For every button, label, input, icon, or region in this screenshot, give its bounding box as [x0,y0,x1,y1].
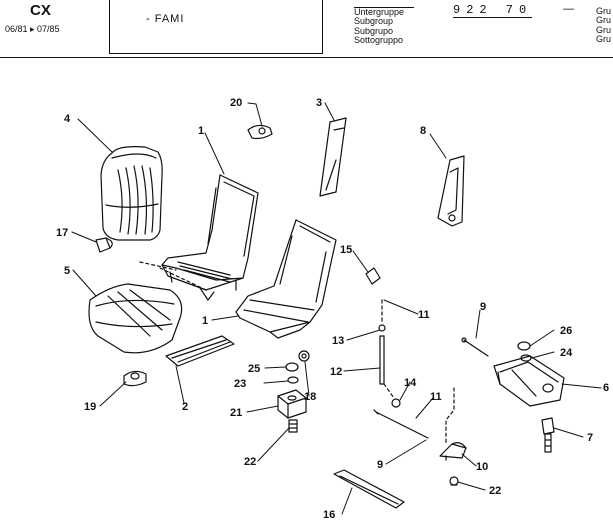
callout-21: 21 [230,407,242,419]
callout-11a: 11 [418,309,430,321]
callout-10: 10 [476,461,488,473]
mesh-pad [165,335,235,367]
backrest-cushion [100,146,163,241]
group-label-3: Subgrupo [354,25,394,36]
subgroup-code: 922 70 [453,3,533,18]
group-label-2: Subgroup [354,16,394,27]
callout-8: 8 [420,125,426,137]
callout-20: 20 [230,97,242,109]
callout-19: 19 [84,401,96,413]
callout-9b: 9 [377,459,383,471]
callout-2: 2 [182,401,188,413]
callout-18: 18 [304,391,316,403]
callout-6: 6 [603,382,609,394]
nut-part [298,350,310,362]
cable-upper [461,337,489,357]
title-box: - FAMI [109,0,323,54]
right-label-2: Gru [596,15,612,26]
callout-3: 3 [316,97,322,109]
code-suffix: — [563,3,574,15]
cable-lower [373,409,429,439]
callout-24: 24 [560,347,573,359]
callout-1a: 1 [198,125,204,137]
callout-12: 12 [330,366,342,378]
callout-13: 13 [332,335,344,347]
callout-22b: 22 [489,485,501,497]
callout-5: 5 [64,265,70,277]
guide-lines [139,261,455,445]
bracket-part [437,155,465,227]
right-label-4: Gru [596,34,612,45]
callout-1b: 1 [202,315,208,327]
callout-23: 23 [234,378,246,390]
bolt-lower [449,476,459,486]
group-label-4: Sottogruppo [354,35,404,46]
group-label-cut [354,0,414,8]
group-labels: Untergruppe Subgroup Subgrupo Sottogrupp… [354,0,414,46]
callout-9a: 9 [480,301,486,313]
diagram-header: CX 06/81 ▸ 07/85 - FAMI Untergruppe Subg… [0,0,613,60]
callout-14: 14 [404,377,417,389]
seat-frame-upper [161,174,259,301]
callout-25: 25 [248,363,260,375]
callout-22a: 22 [244,456,256,468]
grommet-part [95,237,113,253]
mesh-strip [319,117,347,197]
right-labels: Gru Gru Gru Gru [596,0,611,45]
ball-part [391,398,401,408]
right-label-3: Gru [596,24,612,35]
title-text: - FAMI [146,13,185,25]
callout-4: 4 [64,113,71,125]
group-label-1: Untergruppe [354,6,405,17]
right-label-1: Gru [596,5,612,16]
fastener-stack-left [277,362,307,433]
callout-15: 15 [340,244,352,256]
header-rule [0,57,613,58]
callout-17: 17 [56,227,68,239]
latch-part [439,442,467,461]
knob-part [123,370,147,387]
strap-part [333,469,405,509]
adjuster-assembly [493,341,565,453]
callout-16: 16 [323,509,335,521]
callout-7: 7 [587,432,593,444]
bushing-part [365,267,381,285]
model-name: CX [30,2,51,19]
rod-assembly [378,299,386,385]
callout-26: 26 [560,325,572,337]
clip-part [247,124,273,140]
seat-cushion [88,283,183,354]
production-dates: 06/81 ▸ 07/85 [5,24,60,34]
callout-11b: 11 [430,391,442,403]
leader-lines [71,102,602,515]
callout-labels: 20 3 4 1 8 17 15 5 11 1 9 13 26 24 12 25… [56,97,609,521]
seat-frame-lower [235,219,337,339]
